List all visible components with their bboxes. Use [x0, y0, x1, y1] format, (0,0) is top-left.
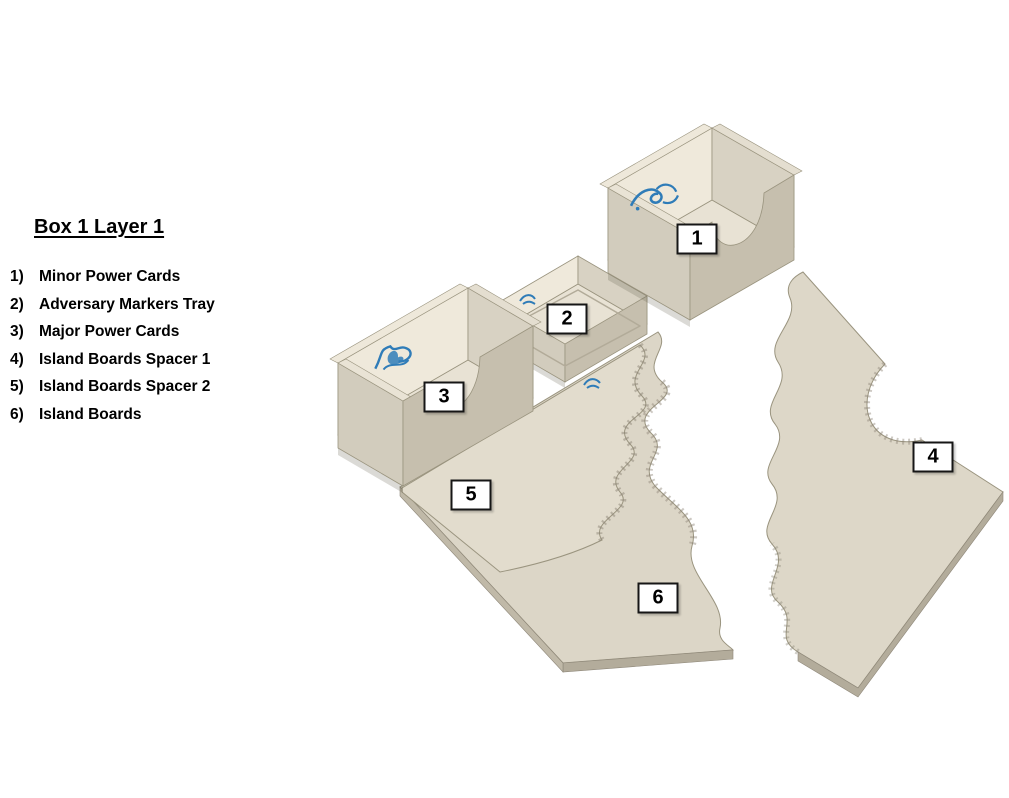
major-power-cards-tray-shape [329, 283, 542, 493]
board-spirit-icon [583, 378, 601, 389]
legend-item-5: 5) Island Boards Spacer 2 [10, 373, 310, 401]
callout-label-6: 6 [637, 582, 679, 614]
legend-item-1: 1) Minor Power Cards [10, 263, 310, 291]
legend-item-number: 6) [10, 405, 24, 423]
legend-item-label: Major Power Cards [39, 323, 180, 340]
legend-item-3: 3) Major Power Cards [10, 318, 310, 346]
legend-item-label: Island Boards Spacer 1 [39, 350, 211, 368]
legend: Box 1 Layer 1 1) Minor Power Cards 2) Ad… [10, 216, 310, 428]
legend-item-label: Adversary Markers Tray [39, 295, 215, 313]
legend-list: 1) Minor Power Cards 2) Adversary Marker… [10, 263, 310, 428]
tray-spirit-icon [519, 294, 536, 305]
callout-label-2: 2 [546, 303, 588, 335]
legend-item-number: 1) [10, 268, 24, 285]
legend-item-6: 6) Island Boards [10, 401, 310, 429]
callout-label-4: 4 [912, 441, 954, 473]
legend-item-label: Island Boards Spacer 2 [39, 378, 211, 395]
legend-item-2: 2) Adversary Markers Tray [10, 291, 310, 319]
legend-item-number: 4) [10, 350, 24, 368]
callout-label-3: 3 [423, 381, 465, 413]
legend-item-label: Minor Power Cards [39, 268, 181, 285]
legend-item-number: 5) [10, 378, 24, 395]
page-title: Box 1 Layer 1 [34, 216, 165, 238]
legend-item-number: 3) [10, 323, 24, 340]
flame-spirit-icon [374, 344, 412, 371]
callout-label-1: 1 [676, 223, 718, 255]
legend-item-label: Island Boards [39, 405, 142, 423]
legend-item-4: 4) Island Boards Spacer 1 [10, 346, 310, 374]
island-boards-spacer1-shape [766, 271, 1004, 698]
legend-item-number: 2) [10, 295, 24, 313]
ocean-spirit-icon [629, 183, 679, 211]
callout-label-5: 5 [450, 479, 492, 511]
island-boards-spacer2-shape [401, 342, 649, 573]
